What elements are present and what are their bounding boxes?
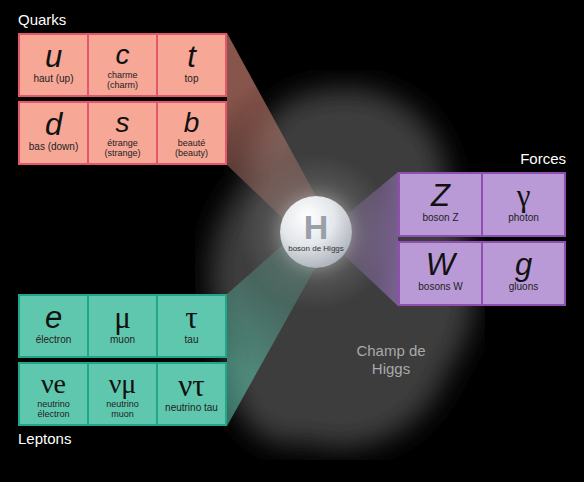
particle-name: charme (charm) <box>95 70 151 90</box>
group-heading: Quarks <box>18 11 66 29</box>
particle-cell: sétrange (strange) <box>87 101 158 165</box>
particle-name: gluons <box>509 281 538 292</box>
particle-cell: bbeauté (beauty) <box>156 101 227 165</box>
particle-name: tau <box>185 334 199 345</box>
particle-name: neutrino tau <box>165 402 218 413</box>
particle-name: beauté (beauty) <box>164 138 220 158</box>
particle-name: muon <box>110 334 135 345</box>
higgs-beam <box>227 244 316 426</box>
particle-name: bas (down) <box>29 141 78 152</box>
particle-cell: γphoton <box>481 172 566 237</box>
particle-cell: μmuon <box>87 294 158 358</box>
particle-name: électron <box>36 334 72 345</box>
higgs-sphere: Hboson de Higgs <box>280 196 352 268</box>
group-heading: Leptons <box>18 430 71 448</box>
particle-name: étrange (strange) <box>95 138 151 158</box>
particle-symbol: c <box>116 40 130 70</box>
particle-symbol: g <box>515 248 532 281</box>
particle-symbol: τ <box>185 301 197 334</box>
particle-cell: dbas (down) <box>18 101 89 165</box>
particle-symbol: u <box>45 40 62 73</box>
particle-cell: νμneutrino muon <box>87 362 158 426</box>
particle-cell: Wbosons W <box>398 241 483 306</box>
particle-cell: eélectron <box>18 294 89 358</box>
group-heading: Forces <box>520 150 566 168</box>
particle-symbol: t <box>187 40 196 73</box>
particle-symbol: W <box>426 248 455 281</box>
particle-cell: νeneutrino électron <box>18 362 89 426</box>
particle-cell: uhaut (up) <box>18 33 89 97</box>
higgs-label: boson de Higgs <box>288 244 344 254</box>
particle-group: Quarksuhaut (up)ccharme (charm)ttopdbas … <box>18 33 227 165</box>
particle-cell: ντneutrino tau <box>156 362 227 426</box>
particle-symbol: e <box>45 301 62 334</box>
particle-symbol: d <box>45 108 62 141</box>
particle-cell: τtau <box>156 294 227 358</box>
particle-symbol: γ <box>517 179 531 212</box>
particle-cell: ggluons <box>481 241 566 306</box>
particle-name: haut (up) <box>33 73 73 84</box>
particle-symbol: νe <box>41 369 66 399</box>
particle-symbol: μ <box>114 301 131 334</box>
particle-symbol: s <box>116 108 130 138</box>
particle-symbol: Z <box>431 179 450 212</box>
particle-name: bosons W <box>418 281 462 292</box>
particle-cell: Zboson Z <box>398 172 483 237</box>
field-label: Champ de Higgs <box>353 342 429 378</box>
particle-group: ForcesZboson ZγphotonWbosons Wggluons <box>398 172 566 306</box>
particle-cell: ttop <box>156 33 227 97</box>
particle-symbol: ντ <box>178 369 204 402</box>
particle-symbol: b <box>184 108 200 138</box>
particle-name: neutrino muon <box>95 399 151 419</box>
particle-name: top <box>185 73 199 84</box>
particle-name: boson Z <box>422 212 458 223</box>
particle-symbol: νμ <box>109 369 137 399</box>
higgs-beam <box>227 33 316 219</box>
particle-group: Leptonseélectronμmuonτtauνeneutrino élec… <box>18 294 227 426</box>
particle-name: neutrino électron <box>26 399 82 419</box>
particle-cell: ccharme (charm) <box>87 33 158 97</box>
higgs-symbol: H <box>304 210 329 244</box>
particle-name: photon <box>508 212 539 223</box>
